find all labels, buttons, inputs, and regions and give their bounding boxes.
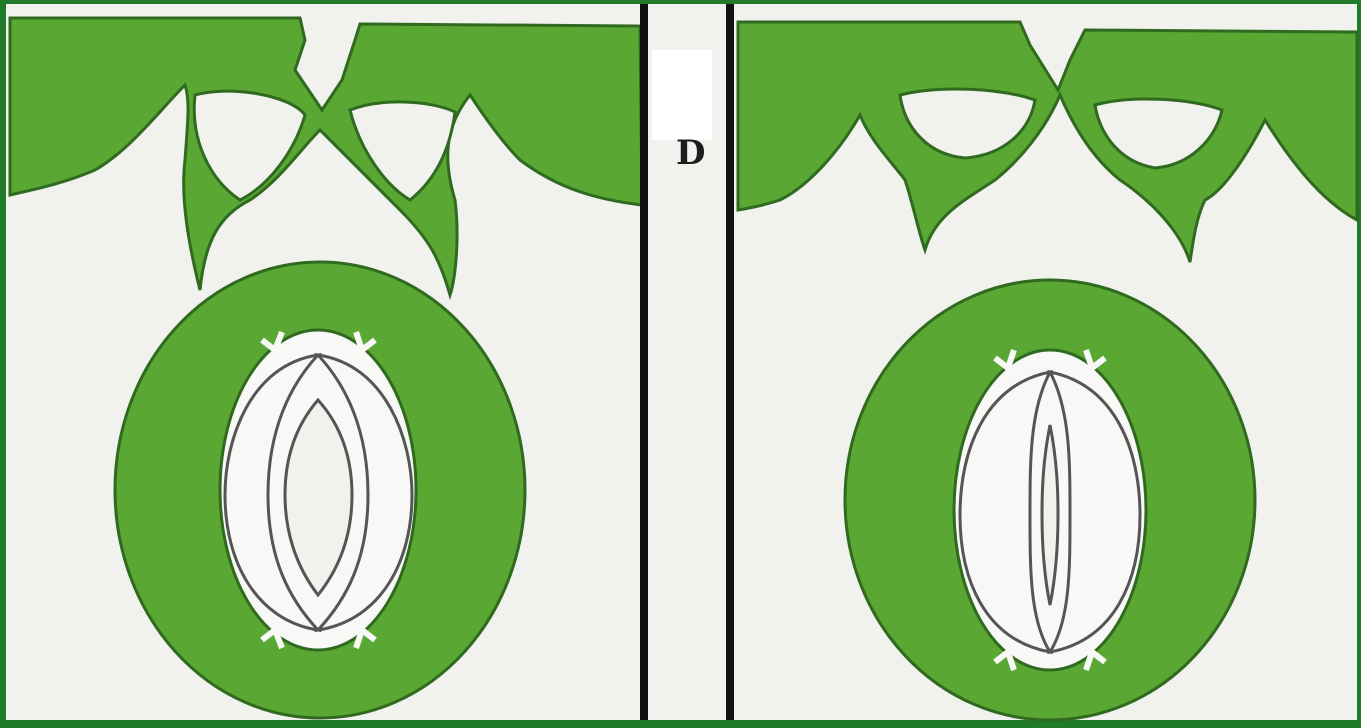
panel-label-d: D bbox=[676, 136, 705, 170]
divider-line-left bbox=[640, 4, 648, 720]
right-stomatal-pore-closed bbox=[1042, 425, 1058, 605]
label-mask bbox=[652, 50, 712, 140]
divider-line-right bbox=[726, 4, 734, 720]
